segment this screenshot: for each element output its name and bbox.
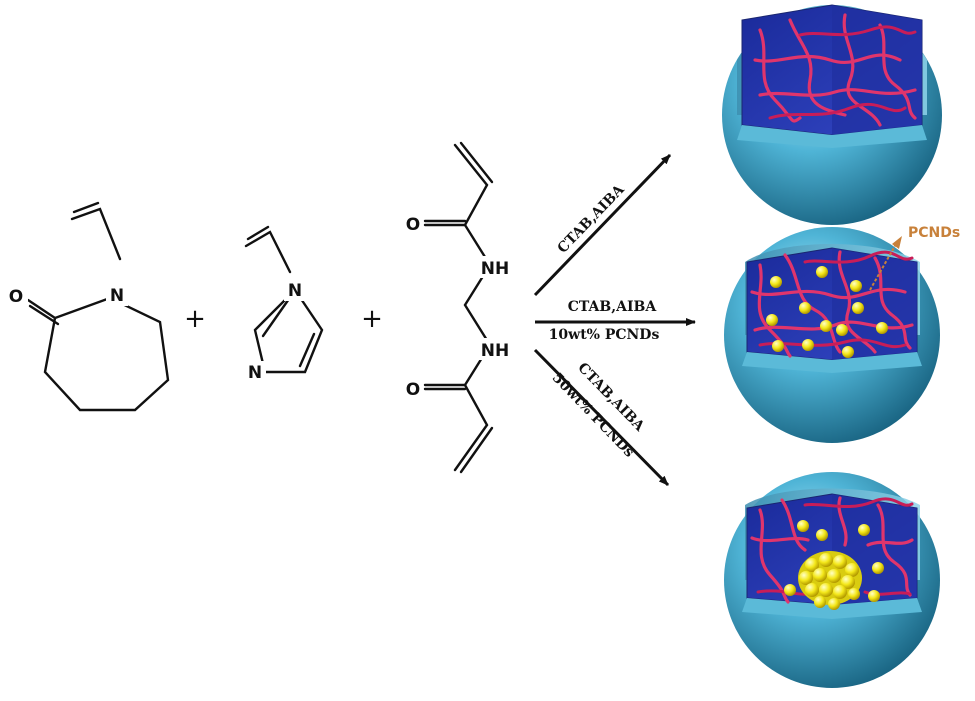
arrow-condition-label: CTAB,AIBA (555, 181, 629, 257)
nanodot (770, 276, 782, 288)
pcnds-callout: PCNDs (869, 225, 960, 291)
nanodot (852, 302, 864, 314)
nanodot (816, 529, 828, 541)
reaction-arrow (533, 153, 672, 297)
nanodot (876, 322, 888, 334)
nanodot (872, 562, 884, 574)
molecule-mba: O NH NH O (406, 141, 512, 474)
arrow-loading-label: 10wt% PCNDs (549, 327, 660, 343)
arrow-condition-label: CTAB,AIBA (568, 299, 658, 315)
molecule-vinylcaprolactam: N O (6, 201, 170, 412)
nanodots (784, 520, 884, 602)
arrow-upper: CTAB,AIBA (533, 153, 672, 297)
nanodot (766, 314, 778, 326)
microgel-sphere-50wt (724, 472, 940, 688)
nanodot (836, 324, 848, 336)
nanodot (816, 266, 828, 278)
callout-label: PCNDs (908, 225, 960, 241)
oxygen-atom-label: O (406, 380, 420, 400)
nanodot (850, 280, 862, 292)
nanodot-cluster (798, 551, 862, 610)
nanodot (842, 346, 854, 358)
reaction-arrow (533, 348, 670, 487)
nanodot (797, 520, 809, 532)
plus-sign: + (184, 304, 206, 334)
nanodot (868, 590, 880, 602)
arrow-middle: CTAB,AIBA 10wt% PCNDs (535, 299, 696, 343)
nitrogen-atom-label: N (288, 281, 302, 301)
nanodot (858, 524, 870, 536)
nitrogen-atom-label: N (248, 363, 262, 383)
molecule-vinylimidazole: N N (244, 225, 324, 383)
nanodots (766, 266, 888, 358)
nanodot (802, 339, 814, 351)
amine-label: NH (481, 341, 509, 361)
arrow-lower: CTAB,AIBA 50wt% PCNDs (533, 348, 670, 487)
polymer-network (753, 13, 917, 127)
microgel-sphere-empty (722, 4, 942, 225)
nanodot (784, 584, 796, 596)
microgel-sphere-10wt: PCNDs (724, 225, 960, 443)
callout-arrow (869, 243, 897, 291)
plus-sign: + (361, 304, 383, 334)
nitrogen-atom-label: N (110, 286, 124, 306)
oxygen-atom-label: O (406, 215, 420, 235)
oxygen-atom-label: O (9, 287, 23, 307)
amine-label: NH (481, 259, 509, 279)
nanodot (820, 320, 832, 332)
nanodot (799, 302, 811, 314)
nanodot (772, 340, 784, 352)
